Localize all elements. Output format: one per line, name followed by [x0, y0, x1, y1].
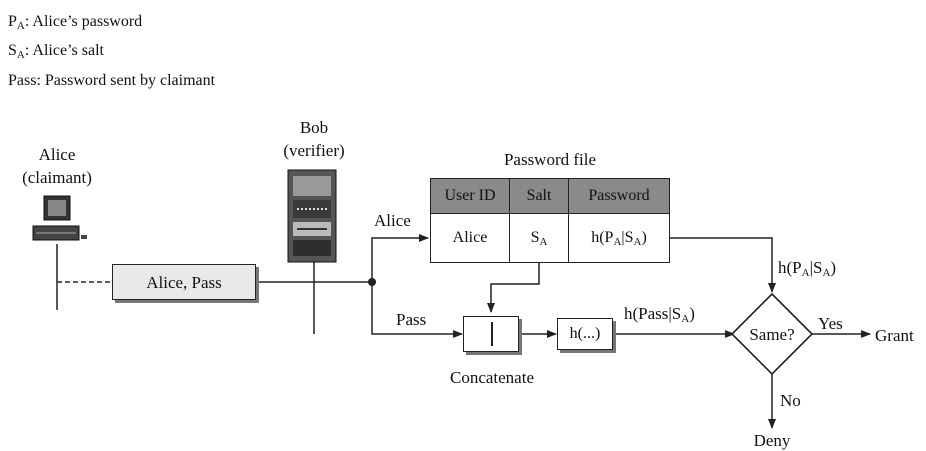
password-file-title: Password file — [503, 150, 597, 169]
cell-user-id: Alice — [430, 213, 510, 263]
claimant-role: (claimant) — [22, 168, 92, 187]
stored-hash-sub: A — [822, 267, 831, 279]
cell-salt: SA — [509, 213, 569, 263]
legend-symbol: P — [8, 13, 17, 30]
message-box — [112, 264, 256, 300]
yes-label: Yes — [818, 314, 843, 333]
salt-arrow — [487, 262, 540, 313]
hash-pass-label: h(Pass|SA) — [624, 304, 695, 325]
stored-hash-sub: A — [801, 267, 810, 279]
pw-sub: A — [613, 236, 622, 248]
salt-symbol: S — [530, 229, 540, 246]
cell-password: h(PA|SA) — [568, 213, 670, 263]
pw-part: |S — [621, 229, 634, 246]
deny-label: Deny — [753, 431, 791, 450]
stored-hash-label: h(PA|SA) — [778, 258, 837, 279]
hash-box — [557, 318, 613, 350]
legend-text: : Alice’s password — [24, 13, 143, 30]
computer-icon — [32, 195, 87, 241]
hash-pass-sub: A — [681, 313, 690, 325]
verifier-name: Bob — [299, 118, 329, 137]
hash-pass-part: ) — [689, 304, 695, 323]
verifier-role: (verifier) — [283, 141, 345, 160]
header-salt: Salt — [509, 178, 569, 214]
message-label: Alice, Pass — [146, 273, 222, 292]
pw-part: ) — [641, 229, 647, 246]
grant-label: Grant — [875, 326, 914, 345]
alice-lookup-arrow — [371, 234, 429, 282]
stored-hash-arrow — [670, 237, 776, 293]
concatenate-divider — [491, 322, 493, 346]
pass-arrow — [371, 282, 463, 338]
password-file-table: User ID Salt Password Alice SA h(PA|SA) — [430, 178, 670, 263]
pw-sub: A — [633, 236, 642, 248]
stored-hash-part: h(P — [778, 258, 802, 277]
stored-hash-part: |S — [809, 258, 823, 277]
legend-line-salt: SA: Alice’s salt — [8, 42, 104, 61]
decision-diamond — [730, 292, 814, 376]
concatenate-label: Concatenate — [449, 368, 534, 387]
decision-label: Same? — [749, 325, 795, 344]
salt-subscript: A — [539, 236, 548, 248]
legend-text: : Alice’s salt — [24, 42, 104, 59]
legend-symbol: Pass — [8, 72, 37, 89]
table-header-row: User ID Salt Password — [430, 178, 670, 214]
pass-branch-label: Pass — [396, 310, 427, 329]
legend-text: : Password sent by claimant — [36, 72, 216, 89]
junction-dot — [368, 278, 376, 286]
header-user-id: User ID — [430, 178, 510, 214]
header-password: Password — [568, 178, 670, 214]
stored-hash-part: ) — [830, 258, 837, 277]
pw-part: h(P — [591, 229, 614, 246]
server-icon — [287, 169, 337, 263]
claimant-name: Alice — [38, 145, 76, 164]
legend-line-pass: Pass: Password sent by claimant — [8, 73, 215, 89]
legend-line-password: PA: Alice’s password — [8, 13, 143, 32]
legend-symbol: S — [8, 42, 17, 59]
hash-pass-part: h(Pass|S — [624, 304, 682, 323]
no-label: No — [780, 391, 801, 410]
table-row: Alice SA h(PA|SA) — [430, 213, 670, 263]
legend-subscript: A — [16, 49, 25, 61]
alice-branch-label: Alice — [374, 211, 411, 230]
legend-subscript: A — [16, 20, 25, 32]
hash-box-label: h(...) — [569, 325, 601, 342]
